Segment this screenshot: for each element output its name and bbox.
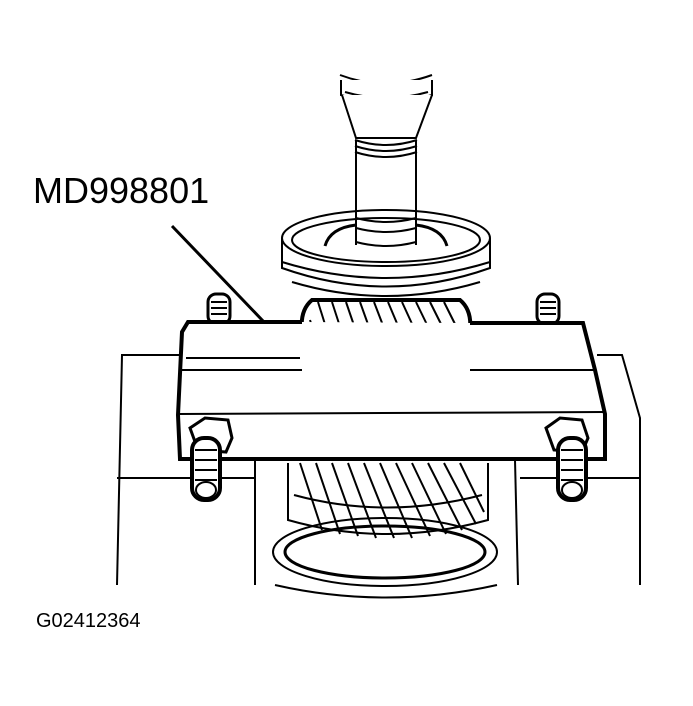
- tool-bracket-md998801: [175, 292, 607, 461]
- synchronizer-ring: [281, 209, 491, 297]
- front-bolt-right: [544, 416, 590, 502]
- figure-id: G02412364: [36, 610, 141, 632]
- rear-stud-left: [206, 292, 232, 326]
- helical-gear-lower: [272, 462, 498, 599]
- front-bolt-left: [188, 416, 234, 502]
- press-stand: [116, 354, 641, 586]
- tool-number-callout: MD998801: [33, 170, 210, 211]
- callout-leader-line: [170, 224, 266, 324]
- rear-stud-right: [535, 292, 561, 326]
- press-ram-shaft: [339, 74, 433, 247]
